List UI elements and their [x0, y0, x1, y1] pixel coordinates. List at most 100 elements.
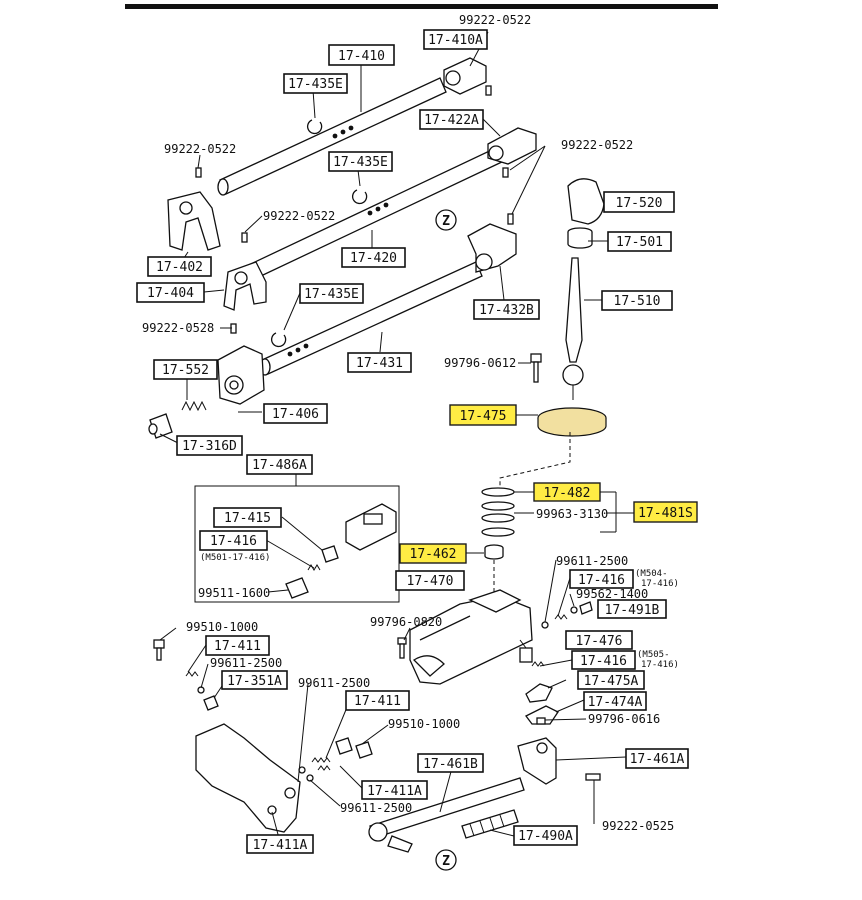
part-label-17-482-highlighted: 17-482 — [533, 482, 601, 502]
part-label-17-475A-text: 17-475A — [584, 674, 639, 689]
rings-17-481S-set — [481, 487, 515, 537]
inset-plunger — [285, 545, 339, 599]
part-label-17-351A-text: 17-351A — [227, 674, 282, 689]
part-label-17-435E-a: 17-435E — [283, 73, 348, 94]
selector-housing-left — [195, 723, 301, 833]
part-label-17-462-text: 17-462 — [410, 547, 457, 562]
boot-17-475 — [537, 407, 607, 437]
shift-block-17-410A — [443, 57, 492, 96]
leader-lines — [159, 31, 634, 843]
part-label-17-422A: 17-422A — [419, 109, 484, 130]
part-number-99611-2500-c: 99611-2500 — [298, 676, 370, 690]
part-label-17-474A: 17-474A — [583, 691, 647, 711]
part-label-17-416-c-text: 17-416 — [580, 654, 627, 669]
part-label-17-520: 17-520 — [603, 191, 675, 213]
part-note-M505-b: 17-416) — [641, 660, 679, 670]
part-label-17-411-b-text: 17-411 — [354, 694, 401, 709]
part-label-17-402-text: 17-402 — [156, 260, 203, 275]
part-label-17-402: 17-402 — [147, 256, 212, 277]
spring-17-552 — [181, 400, 207, 412]
part-label-17-491B: 17-491B — [597, 599, 667, 619]
rubber-bushing-17-490A — [461, 809, 519, 839]
part-label-17-435E-c-text: 17-435E — [304, 287, 359, 302]
bushing-17-462 — [484, 544, 504, 560]
part-label-17-490A: 17-490A — [513, 825, 578, 846]
part-label-17-420: 17-420 — [341, 247, 406, 268]
part-number-99222-0522-b: 99222-0522 — [164, 142, 236, 156]
zone-marker-z-bottom: Z — [435, 849, 457, 871]
part-label-17-475-highlighted: 17-475 — [449, 404, 517, 426]
part-label-17-416-c: 17-416 — [571, 650, 636, 670]
part-label-17-411A-b: 17-411A — [246, 834, 314, 854]
part-label-17-491B-text: 17-491B — [605, 603, 660, 618]
part-label-17-416-a-text: 17-416 — [210, 534, 257, 549]
part-number-99222-0522-a: 99222-0522 — [459, 13, 531, 27]
part-label-17-406-text: 17-406 — [272, 407, 319, 422]
part-label-17-470-text: 17-470 — [407, 574, 454, 589]
part-note-M505-a: (M505- — [637, 650, 670, 660]
part-number-99796-0612: 99796-0612 — [444, 356, 516, 370]
part-number-99510-1000-a: 99510-1000 — [186, 620, 258, 634]
part-label-17-410A: 17-410A — [423, 29, 488, 50]
part-label-17-476-text: 17-476 — [576, 634, 623, 649]
part-number-99611-2500-a: 99611-2500 — [556, 554, 628, 568]
part-number-99222-0522-c: 99222-0522 — [561, 138, 633, 152]
part-label-17-431-text: 17-431 — [356, 356, 403, 371]
part-label-17-404-text: 17-404 — [147, 286, 194, 301]
part-label-17-432B-text: 17-432B — [479, 303, 534, 318]
part-number-99511-1600: 99511-1600 — [198, 586, 270, 600]
shift-block-17-422A — [487, 127, 537, 178]
zone-marker-z-top-label: Z — [442, 214, 450, 229]
shift-block-17-432B — [467, 213, 517, 273]
part-label-17-404: 17-404 — [136, 282, 205, 303]
part-label-17-411-a-text: 17-411 — [214, 639, 261, 654]
part-note-M504-b: 17-416) — [641, 579, 679, 589]
part-label-17-470: 17-470 — [395, 570, 465, 591]
part-label-17-435E-b: 17-435E — [328, 151, 393, 172]
part-number-99963-3130: 99963-3130 — [536, 507, 608, 521]
part-label-17-476: 17-476 — [565, 630, 633, 650]
part-label-17-410A-text: 17-410A — [428, 33, 483, 48]
part-label-17-411-a: 17-411 — [205, 635, 270, 656]
zone-marker-z-top: Z — [435, 209, 457, 231]
part-note-M501-17-416: (M501-17-416) — [200, 553, 270, 563]
part-number-99611-2500-d: 99611-2500 — [340, 801, 412, 815]
part-label-17-501: 17-501 — [607, 231, 672, 252]
snap-ring-17-435E-a — [306, 119, 323, 135]
part-label-17-411A-a: 17-411A — [361, 780, 428, 800]
part-label-17-411A-a-text: 17-411A — [367, 784, 422, 799]
part-label-17-411-b: 17-411 — [345, 690, 410, 711]
part-label-17-435E-b-text: 17-435E — [333, 155, 388, 170]
part-label-17-411A-b-text: 17-411A — [253, 838, 308, 853]
shift-block-17-406 — [217, 323, 265, 405]
part-label-17-422A-text: 17-422A — [424, 113, 479, 128]
shift-fork-17-404 — [223, 232, 267, 311]
part-number-99510-1000-b: 99510-1000 — [388, 717, 460, 731]
part-label-17-490A-text: 17-490A — [518, 829, 573, 844]
part-label-17-406: 17-406 — [263, 403, 328, 424]
inset-cover-plate — [345, 503, 397, 551]
snap-ring-17-435E-c — [270, 332, 287, 348]
shifter-housing-17-470 — [409, 589, 533, 685]
shift-rod-17-461B — [368, 777, 525, 853]
shift-lever-17-510 — [562, 257, 584, 400]
part-label-17-416-b: 17-416 — [569, 569, 634, 589]
part-number-99222-0528: 99222-0528 — [142, 321, 214, 335]
inset-box-17-486A — [194, 485, 400, 603]
bushing-17-501 — [567, 227, 593, 249]
part-label-17-520-text: 17-520 — [616, 196, 663, 211]
part-label-17-461B: 17-461B — [417, 753, 484, 773]
part-label-17-316D-text: 17-316D — [182, 439, 237, 454]
part-label-17-410-text: 17-410 — [338, 49, 385, 64]
part-label-17-435E-c: 17-435E — [299, 283, 364, 304]
zone-marker-z-bottom-label: Z — [442, 854, 450, 869]
part-label-17-316D: 17-316D — [176, 435, 243, 456]
part-label-17-432B: 17-432B — [473, 299, 540, 320]
part-number-99796-0820: 99796-0820 — [370, 615, 442, 629]
shift-rod-17-410 — [217, 77, 447, 196]
part-label-17-435E-a-text: 17-435E — [288, 77, 343, 92]
part-label-17-461A-text: 17-461A — [630, 752, 685, 767]
bolt-99796-0612 — [530, 353, 542, 383]
part-number-99222-0525: 99222-0525 — [602, 819, 674, 833]
